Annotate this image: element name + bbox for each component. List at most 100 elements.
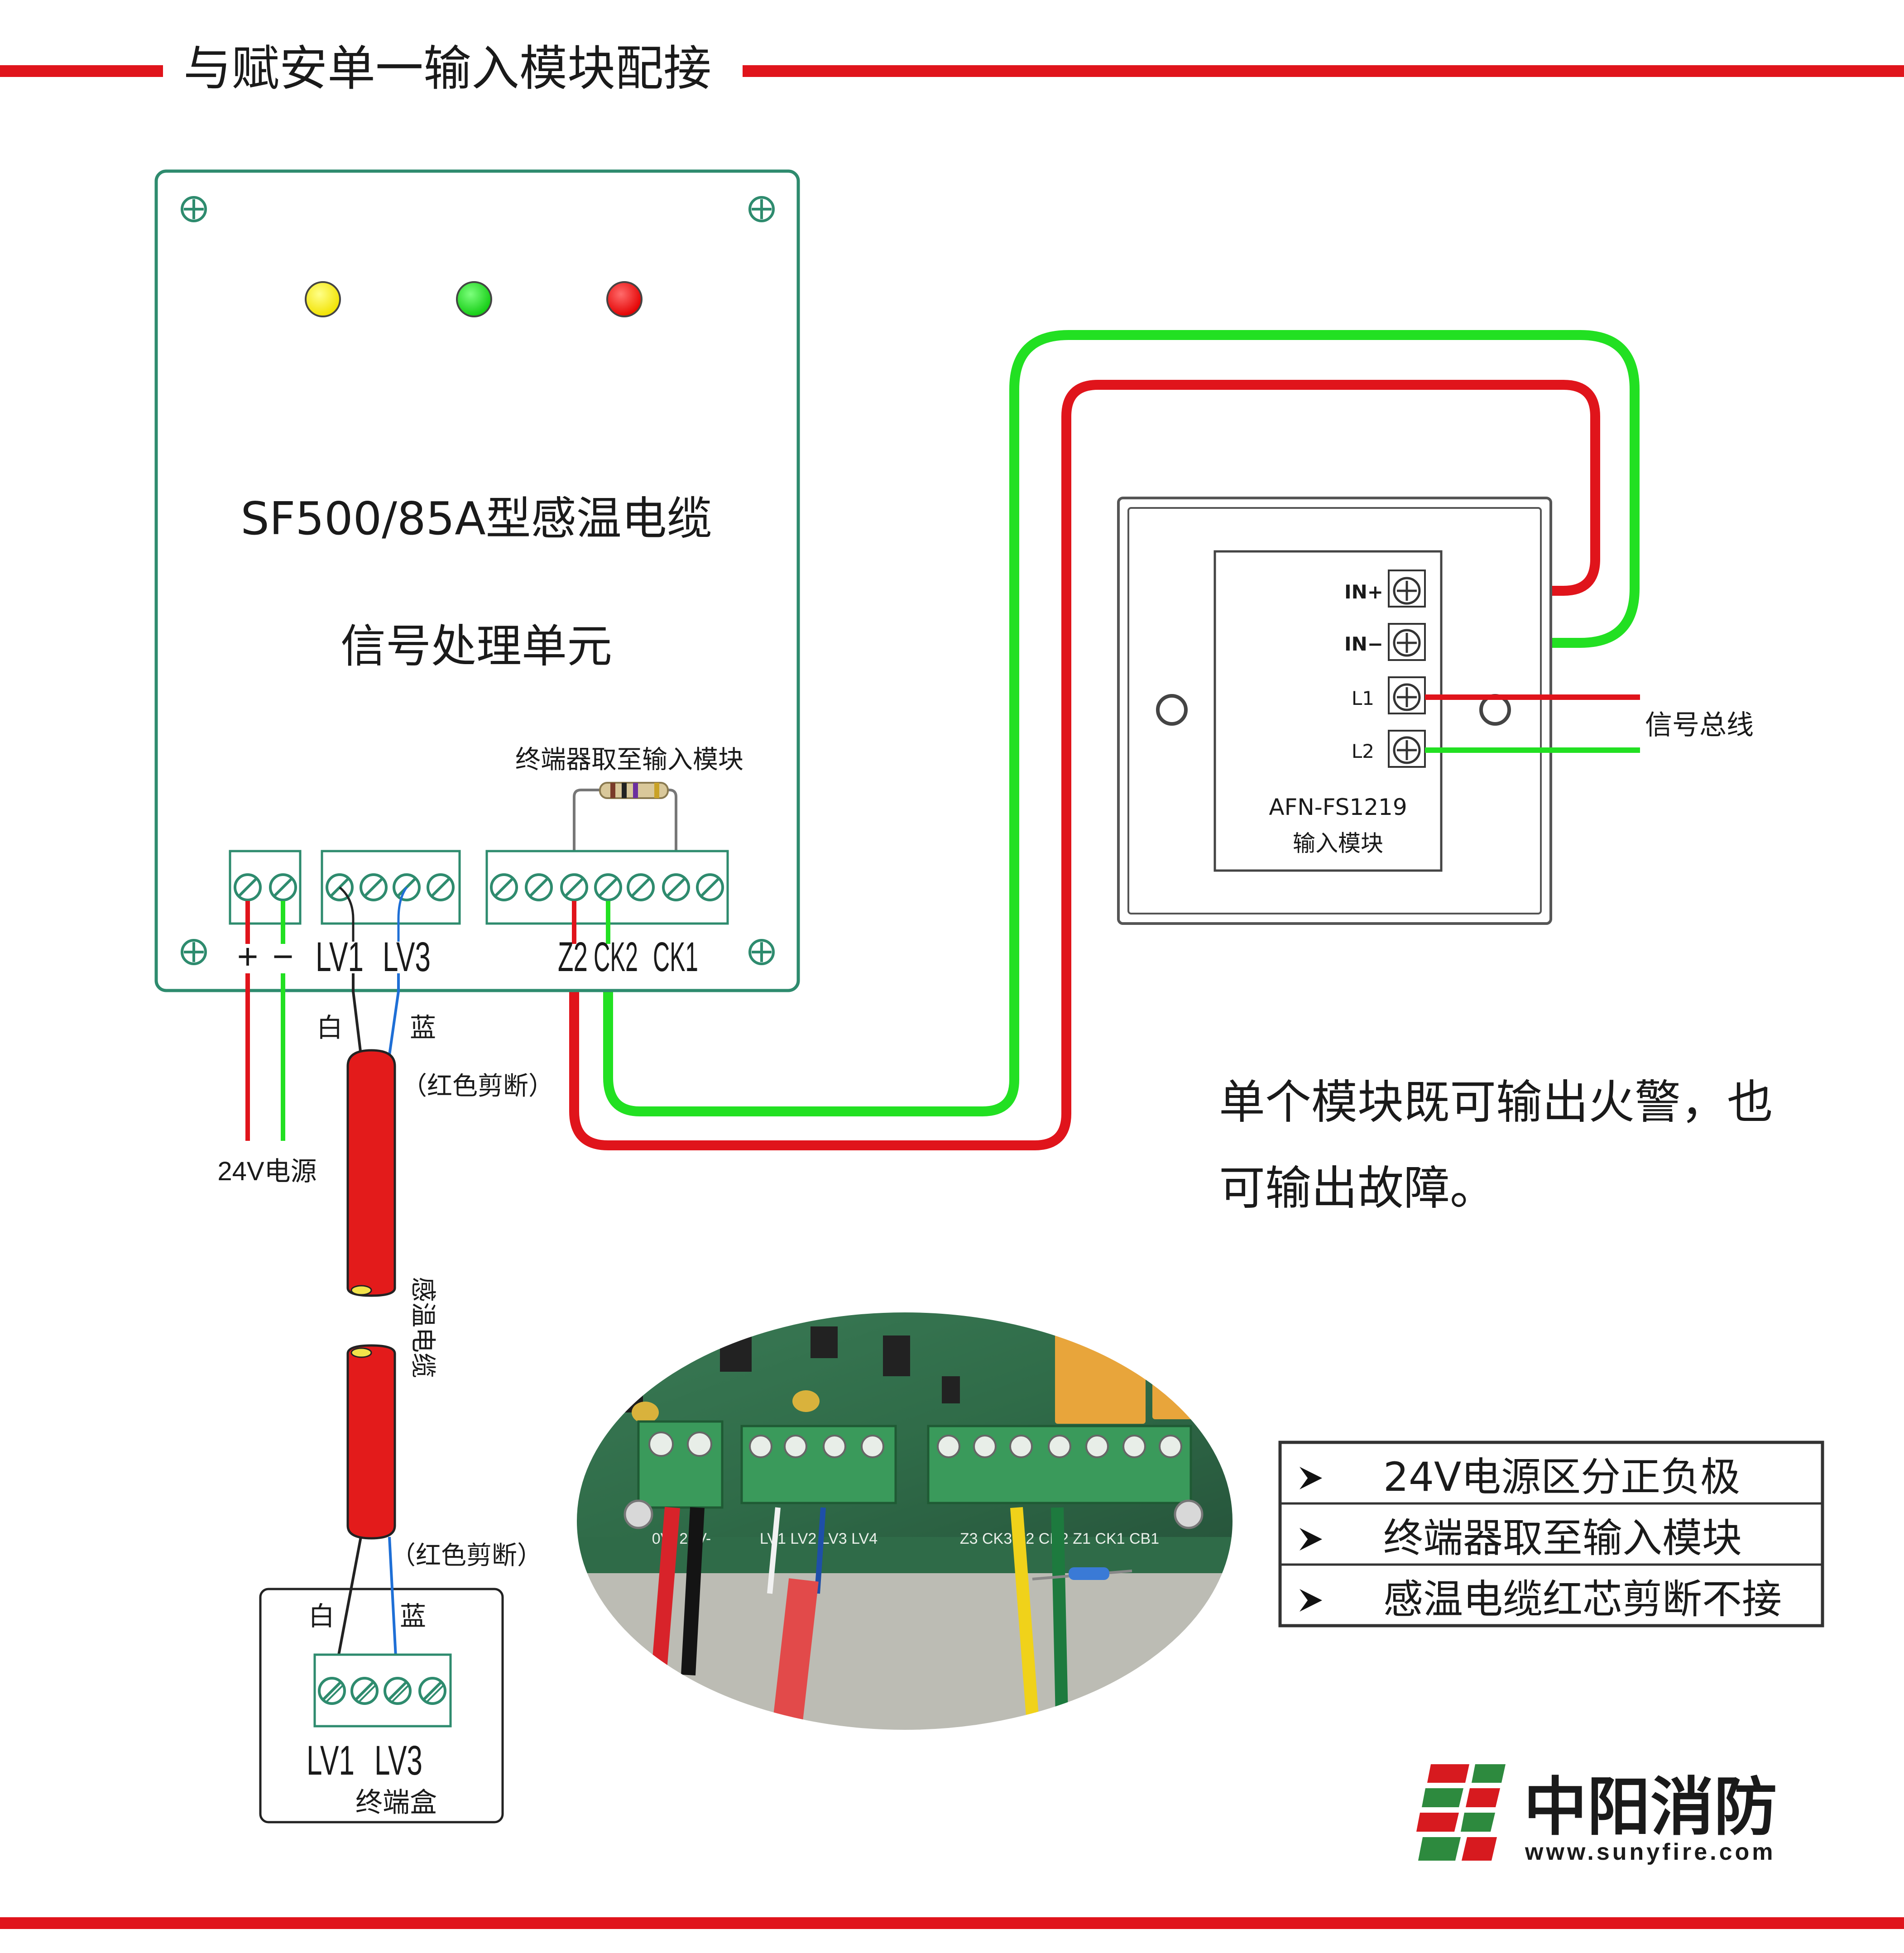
arrow-bullet-icon [1300, 1528, 1322, 1551]
terminal-label-lv3: LV3 [383, 934, 431, 980]
mount-hole-icon [750, 197, 773, 221]
terminal-screw-icon [235, 875, 260, 900]
blue-label: 蓝 [410, 1012, 436, 1043]
terminal-label-z2: Z2 [558, 934, 588, 980]
chip-component-icon [811, 1326, 838, 1358]
title-rule-left [0, 65, 163, 77]
cable-core-icon [350, 1347, 372, 1358]
terminal-screw-icon [1394, 578, 1420, 603]
terminal-box-blue-label: 蓝 [400, 1601, 426, 1632]
cable-segment-top [346, 1049, 396, 1297]
lv1-wire-stub [339, 886, 355, 942]
terminal-box-name: 终端盒 [355, 1787, 437, 1819]
module-inner-frame [1127, 507, 1542, 914]
terminal-label-lv1: LV1 [316, 934, 364, 980]
module-model: AFN-FS1219 [1269, 794, 1407, 820]
module-name: 输入模块 [1293, 830, 1383, 857]
arrow-bullet-icon [1300, 1467, 1322, 1489]
mount-screw-icon [623, 1499, 653, 1529]
cut-note-bottom: （红色剪断） [390, 1541, 542, 1570]
box-label-lv3: LV3 [374, 1738, 422, 1784]
terminal-label-plus: + [237, 936, 259, 977]
notes-table: 24V电源区分正负极 终端器取至输入模块 感温电缆红芯剪断不接 [1278, 1441, 1824, 1628]
terminal-box-white-label: 白 [308, 1601, 335, 1632]
cable-core-icon [350, 1285, 372, 1296]
led-red-icon [606, 281, 643, 317]
photo-yellow-wire [1010, 1507, 1039, 1717]
terminal-screw-icon [491, 875, 517, 900]
terminal-screw-icon [420, 1678, 445, 1704]
mount-hole-icon [1156, 694, 1188, 726]
terminal-screw-icon [561, 875, 587, 900]
signal-processor-board: SF500/85A型感温电缆 信号处理单元 终端器取至输入模块 [154, 169, 800, 992]
relay-component-icon [1152, 1351, 1202, 1419]
terminal-label-ck2: CK2 [594, 934, 638, 980]
led-green-icon [456, 281, 492, 317]
led-yellow-icon [305, 281, 341, 317]
terminal-screw-icon [628, 875, 653, 900]
arrow-bullet-icon [1300, 1589, 1322, 1612]
brand-logo-mark-icon [1416, 1764, 1506, 1861]
mount-hole-icon [182, 940, 206, 964]
terminal-screw-icon [385, 1678, 410, 1704]
terminal-screw-icon [1394, 737, 1420, 763]
module-terminal-l2: L2 [1352, 740, 1374, 762]
terminal-screw-icon [1394, 685, 1420, 710]
photo-white-core [767, 1507, 781, 1594]
signal-bus-label: 信号总线 [1645, 709, 1754, 741]
photo-blue-core [815, 1507, 826, 1594]
module-terminal-in-minus: IN− [1344, 633, 1383, 655]
cable-segment-bottom [346, 1344, 396, 1540]
box-label-lv1: LV1 [307, 1738, 355, 1784]
mount-hole-icon [1479, 694, 1511, 726]
heat-sensing-cable: 白 蓝 （红色剪断） 感温电缆 （红色剪断） [317, 973, 554, 1570]
bottom-rule [0, 1917, 1904, 1929]
description-line-2: 可输出故障。 [1219, 1162, 1496, 1216]
cable-label: 感温电缆 [408, 1277, 437, 1378]
page-title: 与赋安单一输入模块配接 [183, 41, 711, 96]
terminal-screw-icon [361, 875, 386, 900]
description-line-1: 单个模块既可输出火警，也 [1219, 1076, 1773, 1130]
terminal-box: 白 蓝 LV1 LV3 终端盒 [259, 1537, 504, 1824]
brand-url: www.sunyfire.com [1525, 1839, 1776, 1865]
end-resistor-icon [573, 782, 677, 883]
brand-logo: 中阳消防 www.sunyfire.com [1416, 1764, 1777, 1865]
brand-name: 中阳消防 [1524, 1771, 1777, 1844]
capacitor-icon [792, 1390, 820, 1412]
photo-terminal-power [637, 1420, 724, 1509]
photo-sensing-cable [773, 1578, 819, 1722]
photo-terminal-lv [740, 1425, 897, 1504]
note-item: 感温电缆红芯剪断不接 [1383, 1576, 1782, 1623]
power-label: 24V电源 [217, 1157, 317, 1186]
white-label: 白 [317, 1012, 343, 1043]
terminal-screw-icon [1394, 630, 1420, 656]
photo-frame [575, 1311, 1234, 1732]
title-bar: 与赋安单一输入模块配接 [0, 41, 1904, 96]
mount-hole-icon [182, 197, 206, 221]
input-module: IN+ IN− L1 L2 AFN-FS1219 输入模块 [1117, 497, 1640, 925]
note-item: 终端器取至输入模块 [1383, 1515, 1742, 1561]
resistor-note: 终端器取至输入模块 [515, 745, 743, 775]
lv3-wire-stub [397, 886, 408, 942]
terminal-screw-icon [319, 1678, 345, 1704]
cut-note-top: （红色剪断） [402, 1072, 554, 1101]
terminal-label-ck1: CK1 [653, 934, 698, 980]
cable-white-wire [352, 973, 362, 1055]
mount-screw-icon [1174, 1499, 1204, 1529]
terminal-screw-icon [352, 1678, 377, 1704]
photo-black-wire [681, 1507, 705, 1675]
note-item: 24V电源区分正负极 [1383, 1454, 1740, 1500]
chip-component-icon [942, 1376, 960, 1403]
chip-component-icon [720, 1326, 752, 1372]
terminal-screw-icon [663, 875, 689, 900]
module-terminal-in-plus: IN+ [1344, 581, 1383, 603]
capacitor-icon [632, 1402, 659, 1423]
photo-terminal-zone [927, 1425, 1192, 1504]
photo-red-wire [651, 1507, 680, 1676]
terminal-screw-icon [526, 875, 552, 900]
module-loop-wires [563, 324, 1645, 1156]
terminal-label-minus: − [273, 936, 294, 977]
chip-component-icon [883, 1336, 910, 1376]
processor-subtitle: 信号处理单元 [341, 620, 612, 673]
